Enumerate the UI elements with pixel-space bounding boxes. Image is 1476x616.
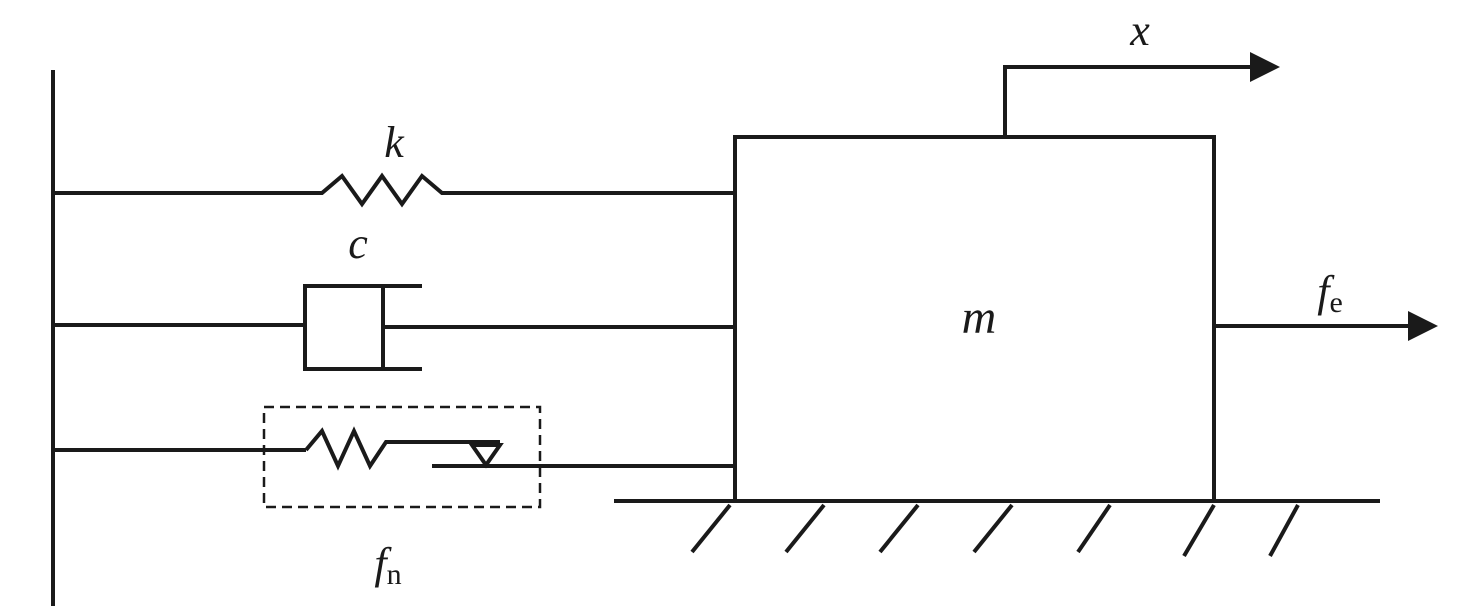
label-x: x — [1129, 6, 1150, 55]
nonlinear-element-fn — [53, 405, 735, 509]
spring-k — [53, 172, 735, 208]
label-m: m — [962, 291, 997, 344]
label-c: c — [348, 219, 368, 268]
damper-c — [53, 284, 735, 371]
label-fn: fn — [374, 539, 401, 591]
label-fe: fe — [1317, 267, 1343, 319]
ground — [614, 499, 1380, 558]
displacement-arrow — [1003, 52, 1280, 137]
fn-dashed-box — [262, 405, 542, 509]
external-force-arrow — [1214, 311, 1438, 341]
label-k: k — [384, 118, 405, 167]
